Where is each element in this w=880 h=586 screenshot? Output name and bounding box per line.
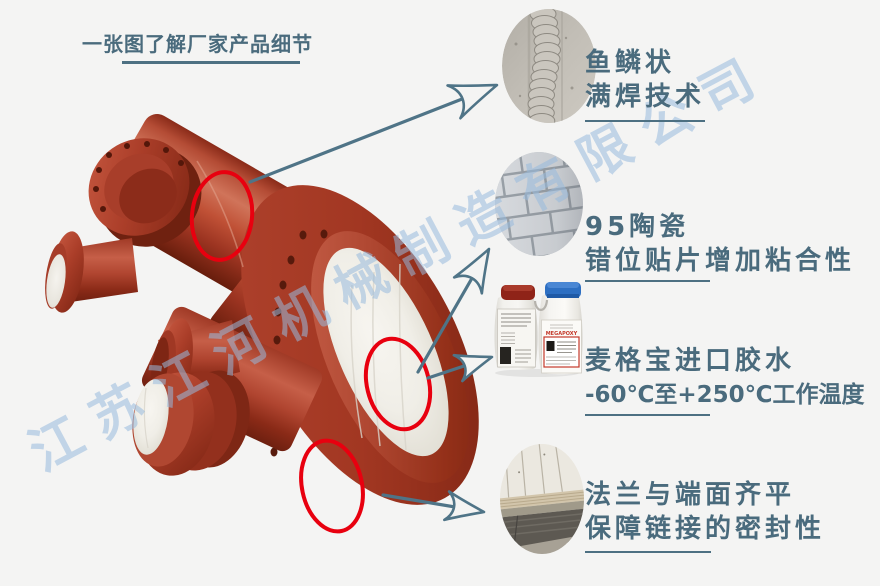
caption-line: 鱼鳞状 [585,48,676,78]
weld-photo-circle [502,9,596,123]
flange-photo-circle [500,444,584,554]
megapoxy-brand-text: MEGAPOXY [546,331,578,337]
weld-seam-line [196,160,244,268]
glue-photo: MEGAPOXY [494,282,583,377]
concrete-specks [514,36,574,98]
caption-line: 法兰与端面齐平 [585,480,796,510]
caption-line: 95陶瓷 [585,212,690,242]
caption-underline-weld [585,120,705,122]
caption-line: 保障链接的密封性 [585,514,826,544]
caption-line: 错位贴片增加粘合性 [585,246,856,276]
caption-weld: 鱼鳞状 满焊技术 [585,46,705,114]
bottom-outlet [132,370,250,476]
glue-bottle-left [494,285,538,370]
top-left-flange-bolt-holes [93,141,184,212]
caption-ceramic: 95陶瓷 错位贴片增加粘合性 [585,210,855,278]
caption-glue: 麦格宝进口胶水 -60℃至+250℃工作温度 [585,344,865,412]
tee-pipe-photo [45,114,479,505]
ceramic-bore-large [323,247,449,457]
caption-underline-ceramic [585,280,710,282]
ceramic-bore-nozzle [46,254,66,308]
caption-underline-flange [585,551,711,553]
label-text-lines [501,313,531,327]
highlight-rings [189,170,433,534]
barcode [500,347,511,364]
highlight-ring-flange-rim [299,438,365,534]
glue-bottle-right: MEGAPOXY [533,282,583,375]
bottle-handle [533,299,549,311]
caption-line: 麦格宝进口胶水 [585,346,796,376]
caption-underline-glue [585,414,710,416]
title-underline [122,61,300,64]
caption-line: 满焊技术 [585,82,706,112]
flange-face-detail [500,444,584,554]
left-nozzle [45,231,138,313]
caption-line: -60℃至+250℃工作温度 [585,382,865,408]
ceramic-bore-outlet [133,379,169,455]
page-title: 一张图了解厂家产品细节 [82,32,313,56]
highlight-ring-weld [189,170,255,262]
weld-bead [527,9,561,123]
top-left-flange [88,138,202,247]
caption-flange: 法兰与端面齐平 保障链接的密封性 [585,478,825,546]
